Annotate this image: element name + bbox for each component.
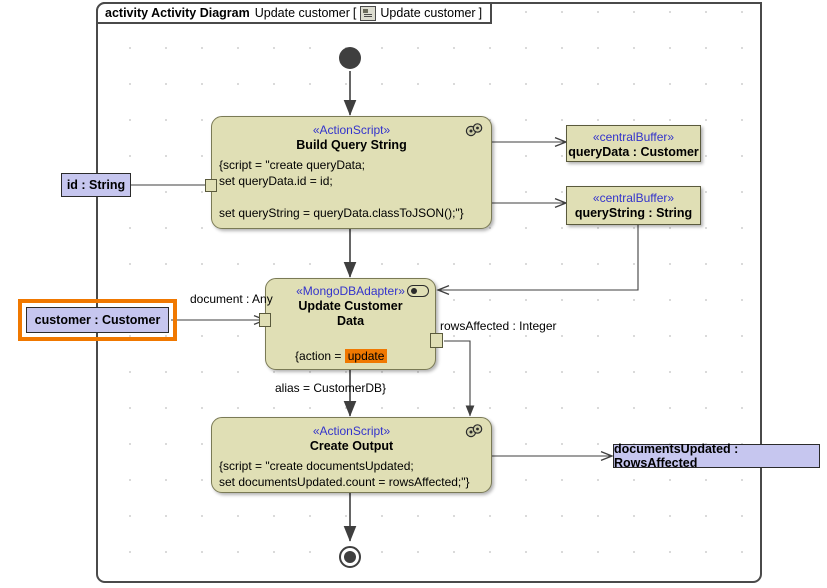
action-update-customer-data[interactable]: «MongoDBAdapter» Update Customer Data {a… <box>265 278 436 395</box>
activity-final-node-center <box>344 551 356 563</box>
action-body: {script = "create documentsUpdated; set … <box>219 459 470 489</box>
central-buffer-query-string[interactable]: «centralBuffer» queryString : String <box>566 186 701 225</box>
parameter-node-documents-updated[interactable]: documentsUpdated : RowsAffected <box>613 442 820 470</box>
selected-value-update[interactable]: update <box>344 349 388 363</box>
parameter-node-id[interactable]: id : String <box>61 173 131 197</box>
stereotype-label: «MongoDBAdapter» <box>296 284 405 298</box>
stereotype-label: «ActionScript» <box>312 424 391 438</box>
stereotype-label: «centralBuffer» <box>592 130 675 144</box>
diagram-frame-label: activity Activity Diagram Update custome… <box>96 2 493 24</box>
buffer-name: queryData : Customer <box>568 145 699 159</box>
action-body-suffix: alias = CustomerDB} <box>275 381 387 395</box>
database-icon <box>407 285 429 297</box>
action-body: {script = "create queryData; set queryDa… <box>219 158 464 220</box>
output-pin-rows-affected[interactable] <box>430 333 443 348</box>
action-name-line1: Update Customer <box>298 299 403 313</box>
parameter-node-customer[interactable]: customer : Customer <box>26 307 169 333</box>
frame-name: Update customer <box>254 6 350 20</box>
script-icon <box>465 424 483 438</box>
stereotype-label: «ActionScript» <box>312 123 391 137</box>
initial-node[interactable] <box>339 47 361 69</box>
frame-keyword: activity Activity Diagram <box>105 6 250 20</box>
script-icon <box>465 123 483 137</box>
input-pin-document[interactable] <box>259 313 271 327</box>
diagram-icon <box>360 5 377 21</box>
buffer-name: queryString : String <box>574 206 693 220</box>
action-body-prefix: {action = <box>295 349 345 363</box>
action-create-output[interactable]: «ActionScript» Create Output {script = "… <box>211 417 492 493</box>
edge-label-rows-affected: rowsAffected : Integer <box>440 319 557 333</box>
action-name-line2: Data <box>336 314 365 328</box>
central-buffer-query-data[interactable]: «centralBuffer» queryData : Customer <box>566 125 701 162</box>
action-name: Build Query String <box>296 138 407 152</box>
action-build-query-string[interactable]: «ActionScript» Build Query String {scrip… <box>211 116 492 229</box>
input-pin-id[interactable] <box>205 179 217 192</box>
action-name: Create Output <box>309 439 394 453</box>
edge-label-document-any: document : Any <box>190 292 273 306</box>
frame-bracket-open: [ <box>352 6 357 20</box>
frame-bracket-close: ] <box>478 6 483 20</box>
stereotype-label: «centralBuffer» <box>592 191 675 205</box>
frame-qualifier: Update customer <box>380 6 476 20</box>
